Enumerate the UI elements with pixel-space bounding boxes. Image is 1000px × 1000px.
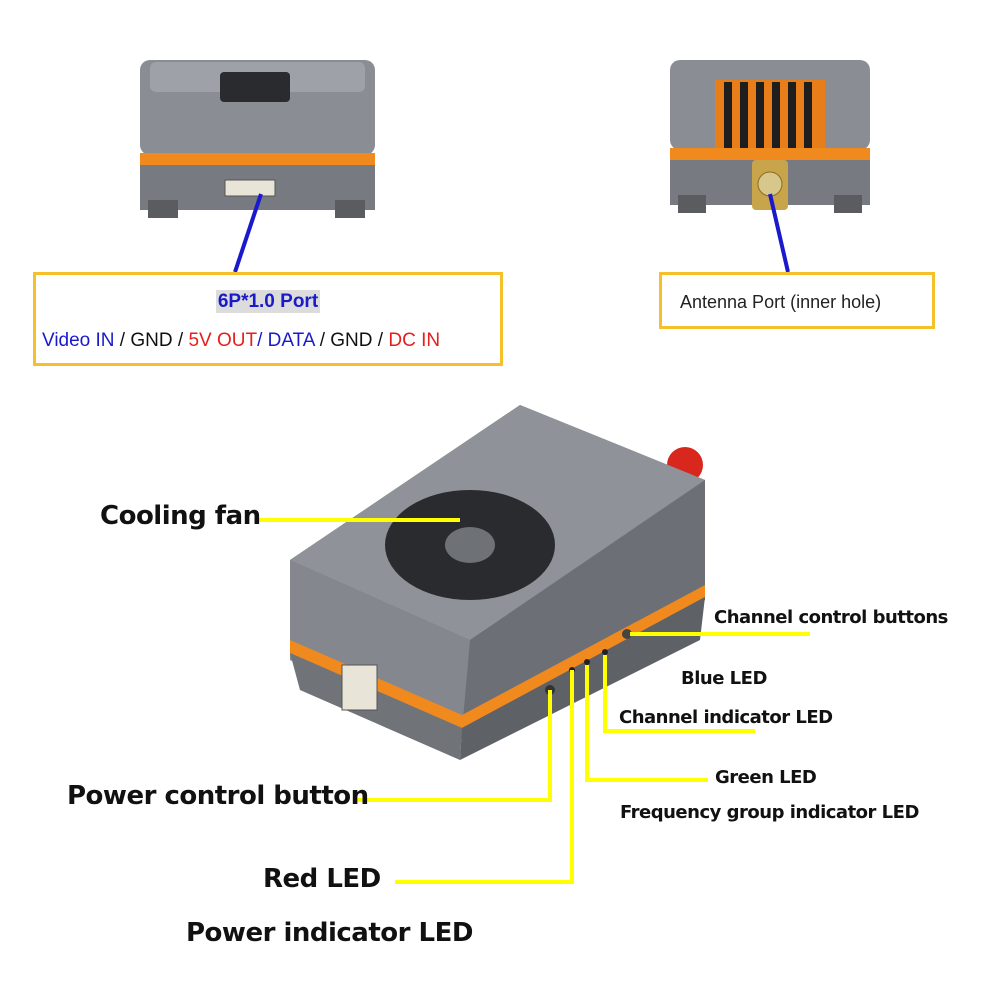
pin-video-in: Video IN [42, 330, 115, 351]
label-frequency-led: Frequency group indicator LED [620, 802, 919, 823]
label-power-button: Power control button [67, 781, 369, 811]
pin-separator: / GND / [314, 330, 389, 351]
label-blue-led: Blue LED [681, 668, 767, 689]
device-antenna-view [670, 60, 870, 213]
device-main-view [290, 405, 705, 760]
port-title: 6P*1.0 Port [215, 290, 321, 313]
pin-separator: / GND / [114, 330, 189, 351]
side-connector [341, 664, 378, 711]
label-power-led: Power indicator LED [186, 918, 473, 948]
pin-dc-in: DC IN [388, 330, 441, 351]
label-red-led: Red LED [263, 864, 381, 894]
label-cooling-fan: Cooling fan [100, 501, 261, 531]
label-green-led: Green LED [715, 767, 817, 788]
port-info-box: 6P*1.0 Port Video IN / GND / 5V OUT/ DAT… [33, 272, 503, 366]
antenna-info-box: Antenna Port (inner hole) [659, 272, 935, 329]
port-leader-line [233, 193, 263, 273]
antenna-label: Antenna Port (inner hole) [680, 292, 882, 312]
label-channel-buttons: Channel control buttons [714, 607, 948, 628]
pin-5v-out: 5V OUT [188, 330, 258, 351]
channel-buttons [622, 629, 632, 639]
port-pinout: Video IN / GND / 5V OUT/ DATA / GND / DC… [42, 330, 440, 352]
antenna-leader-line [768, 193, 790, 273]
green-led [584, 659, 590, 665]
device-side-port-view [140, 60, 375, 218]
yellow-leader-lines [258, 518, 810, 884]
pin-data: / DATA [257, 330, 315, 351]
blue-led [602, 649, 608, 655]
label-channel-led: Channel indicator LED [619, 707, 833, 728]
